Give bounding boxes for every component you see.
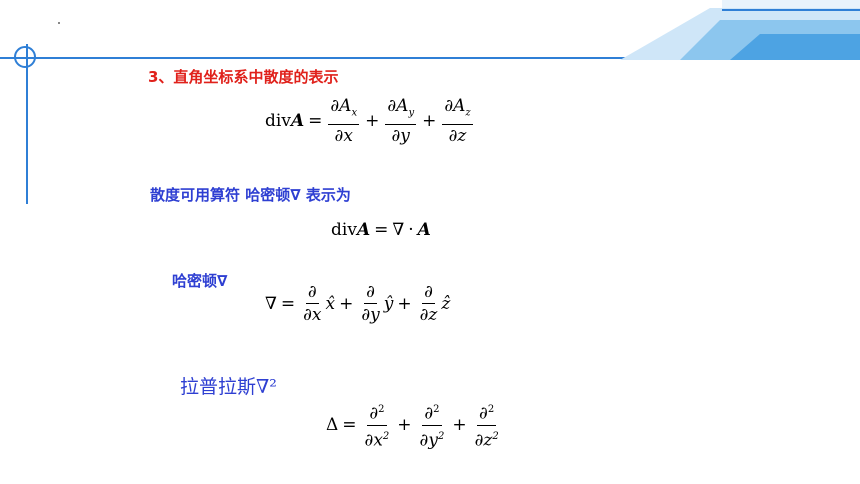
fraction-az: ∂Az ∂z [442,96,473,147]
unit-vector-x: x̂ [325,293,336,314]
fraction-d-dx: ∂∂x [303,282,322,325]
fraction-d2-dz2: ∂2∂z2 [473,400,501,450]
top-divider-line [0,57,860,59]
laplace-operator-label: 拉普拉斯∇² [180,376,277,398]
hamilton-operator-label: 哈密顿∇ [172,272,228,290]
nabla-definition-formula: ∇= ∂∂x x̂ + ∂∂y ŷ + ∂∂z ẑ [265,282,451,325]
top-right-stripe-ornament [620,0,860,60]
section-heading: 3、直角坐标系中散度的表示 [148,68,339,86]
fraction-d2-dy2: ∂2∂y2 [418,400,447,450]
fraction-ay: ∂Ay ∂y [385,96,417,147]
corner-circle-ornament [14,46,36,68]
left-divider-line [26,44,28,204]
unit-vector-y: ŷ [383,293,394,314]
divergence-formula: divA= ∂Ax ∂x + ∂Ay ∂y + ∂Az ∂z [265,96,473,147]
fraction-d2-dx2: ∂2∂x2 [363,400,392,450]
fraction-d-dz: ∂∂z [419,282,438,325]
dot-ornament [58,22,60,24]
divergence-lhs: divA= [265,111,323,132]
fraction-d-dy: ∂∂y [361,282,380,325]
unit-vector-z: ẑ [441,293,451,314]
laplace-formula: Δ= ∂2∂x2 + ∂2∂y2 + ∂2∂z2 [326,400,503,450]
fraction-ax: ∂Ax ∂x [328,96,360,147]
nabla-operator-note: 散度可用算符 哈密顿∇ 表示为 [150,186,351,204]
